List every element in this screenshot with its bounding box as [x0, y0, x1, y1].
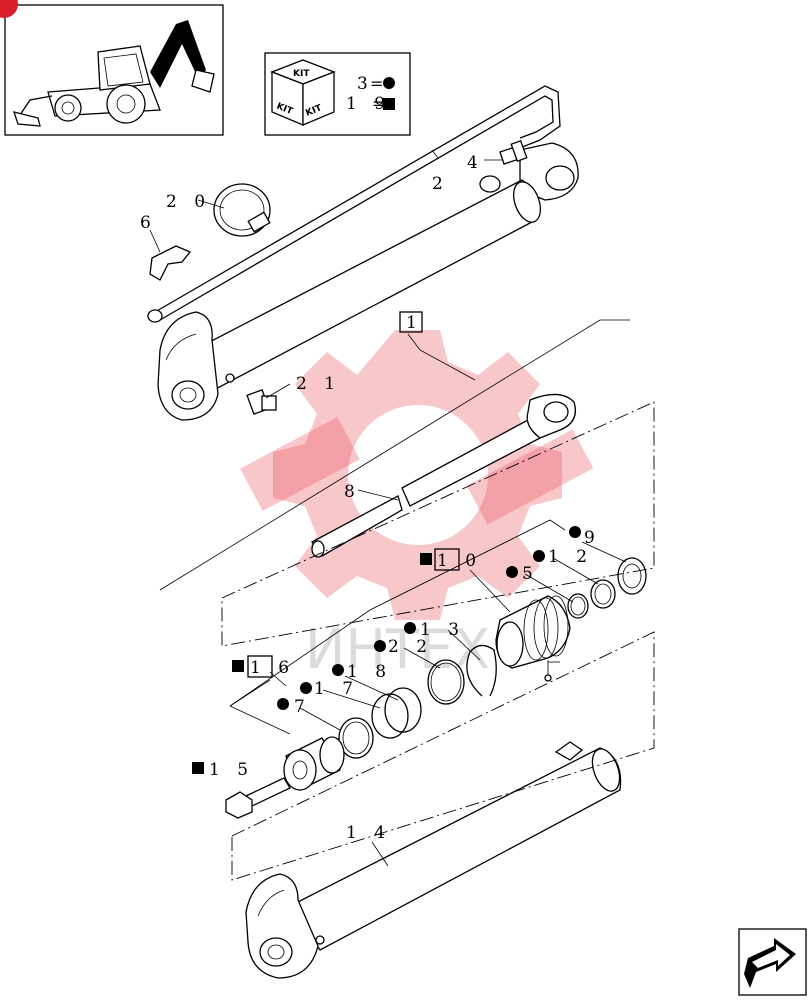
equals-sign: =	[372, 94, 385, 113]
watermark-gear-logo	[240, 330, 594, 620]
callout-5: 5	[522, 564, 539, 584]
circle-kit-symbol	[277, 698, 289, 710]
callout-18: 2 0	[166, 192, 211, 212]
kit-legend-square-number: 1 9	[346, 94, 391, 114]
square-kit-symbol	[420, 553, 432, 565]
callout-14: 1 5	[209, 760, 254, 780]
retaining-clip	[149, 245, 192, 281]
hydraulic-pipe	[147, 85, 561, 323]
callout-17: 1 8	[347, 662, 392, 682]
piston	[283, 736, 345, 791]
kit-cube-icon: KIT KIT KIT	[270, 59, 336, 126]
kit-legend-box: KIT KIT KIT 3 = 1 9 =	[264, 52, 411, 136]
elbow-fitting	[246, 389, 277, 415]
seal-rings-lower	[338, 659, 465, 759]
callout-6: 6	[140, 213, 157, 233]
callout-13: 1 4	[346, 823, 391, 843]
cylinder-barrel	[245, 741, 622, 979]
square-kit-symbol	[192, 762, 204, 774]
piston-rod	[311, 393, 577, 558]
circle-kit-symbol	[506, 566, 518, 578]
circle-kit-symbol	[332, 664, 344, 676]
square-kit-symbol	[383, 98, 395, 110]
callout-1: 1	[406, 313, 423, 333]
circle-kit-symbol	[404, 622, 416, 634]
circle-kit-symbol	[300, 682, 312, 694]
kit-cube-top-label: KIT	[293, 69, 310, 79]
leader-lines	[149, 149, 627, 867]
callout-20: 2 1	[296, 374, 341, 394]
callout-11: 1 2	[548, 547, 593, 567]
kit-legend-circle-number: 3	[357, 74, 374, 94]
callout-9: 9	[584, 528, 601, 548]
callout-box-10	[434, 548, 460, 571]
circle-kit-symbol	[374, 640, 386, 652]
callout-labels: 1 2 4 6 2 0 2 1 8 9 1 2 5 1 0 1 3 2 2 1 …	[140, 153, 601, 843]
callout-15: 1 6	[250, 658, 295, 678]
grease-nipple	[479, 175, 501, 193]
callout-21: 2 2	[388, 637, 433, 657]
seal-rings-upper	[567, 557, 647, 619]
callout-7: 7	[294, 697, 311, 717]
explode-guide-lines	[159, 319, 655, 881]
equals-sign: =	[370, 74, 383, 93]
circle-kit-symbol	[383, 77, 395, 89]
piston-bolt	[225, 777, 291, 819]
callout-8: 8	[344, 482, 361, 502]
callout-4: 4	[467, 153, 484, 173]
snap-ring	[466, 644, 497, 697]
circle-kit-symbol	[569, 526, 581, 538]
callout-box-1	[399, 311, 423, 333]
callout-10: 1 0	[437, 551, 482, 571]
callout-16: 1 7	[314, 679, 359, 699]
cylinder-head-gland	[495, 595, 571, 682]
square-kit-symbol	[232, 660, 244, 672]
pipe-fitting	[499, 139, 528, 165]
callout-box-15	[247, 655, 273, 678]
callout-2: 2	[432, 174, 449, 194]
hose-clamp	[213, 183, 271, 237]
callout-12: 1 3	[420, 620, 465, 640]
backhoe-loader-icon	[0, 0, 224, 136]
cylinder-assembly	[157, 142, 579, 421]
next-page-arrow-icon[interactable]	[738, 928, 807, 996]
circle-kit-symbol	[533, 550, 545, 562]
